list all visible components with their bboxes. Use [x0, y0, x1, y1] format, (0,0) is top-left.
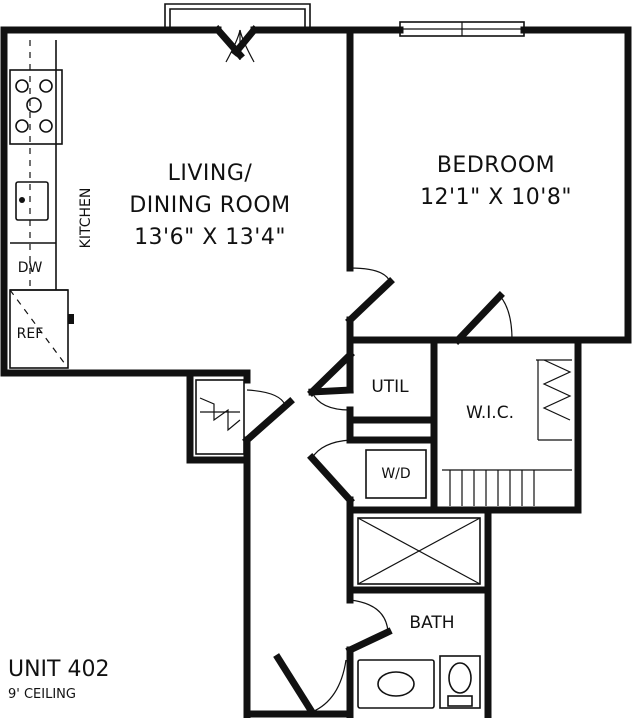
kitchen-label: KITCHEN: [78, 188, 94, 249]
interior-walls: [186, 267, 582, 718]
closet-shelving: [442, 359, 572, 506]
bedroom-window: [399, 21, 525, 37]
kitchen-counter: [9, 40, 68, 291]
bath-fixtures: [357, 655, 481, 709]
balcony-door: [164, 3, 311, 63]
refrigerator-label: REF: [17, 326, 44, 342]
washer-dryer-unit: [365, 449, 427, 499]
bedroom-dimensions: 12'1" X 10'8": [420, 185, 572, 210]
living-room-dimensions: 13'6" X 13'4": [134, 225, 286, 250]
living-room-label-line2: DINING ROOM: [129, 193, 290, 218]
entry-closet-shelf: [195, 379, 245, 455]
shower: [357, 517, 481, 585]
dishwasher-label: DW: [18, 260, 43, 276]
bedroom-label: BEDROOM: [437, 153, 555, 178]
unit-name: UNIT 402: [8, 657, 109, 682]
living-room-label-line1: LIVING/: [168, 161, 253, 186]
refrigerator: [9, 289, 74, 369]
walk-in-closet-label: W.I.C.: [466, 403, 514, 423]
washer-dryer-label: W/D: [381, 466, 410, 482]
ceiling-height: 9' CEILING: [8, 687, 76, 702]
room-labels: LIVING/ DINING ROOM 13'6" X 13'4" BEDROO…: [8, 153, 572, 702]
bath-label: BATH: [409, 613, 454, 633]
utility-label: UTIL: [371, 377, 409, 397]
